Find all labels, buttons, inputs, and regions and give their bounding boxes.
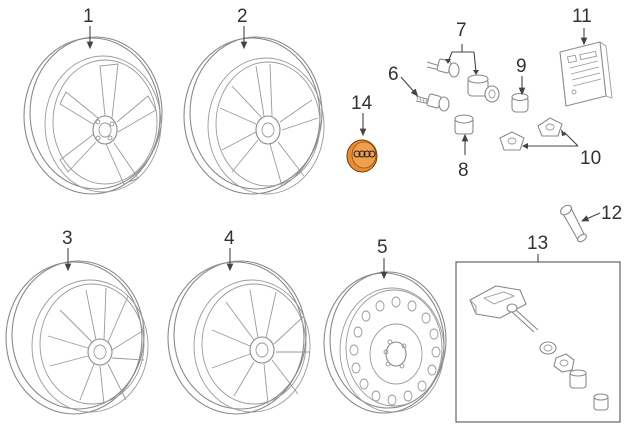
wheel-1-5-spoke-icon[interactable]: [23, 36, 163, 195]
callout-13: 13: [527, 233, 548, 254]
callout-2: 2: [237, 6, 248, 27]
wheel-3-multi-spoke-icon[interactable]: [5, 260, 149, 415]
wheel-2-double-spoke-icon[interactable]: [183, 36, 325, 195]
callout-5: 5: [377, 237, 388, 258]
callout-9: 9: [516, 56, 527, 77]
tpms-washer-icon[interactable]: [539, 341, 557, 355]
center-cap-icon[interactable]: [346, 139, 378, 173]
callout-3: 3: [62, 228, 73, 249]
callout-7: 7: [456, 20, 467, 41]
leader-line-7: [447, 44, 477, 73]
bolt-cap-icon[interactable]: [454, 114, 474, 135]
tpms-core-cap-icon[interactable]: [593, 393, 609, 411]
callout-6: 6: [388, 64, 399, 85]
callout-14: 14: [351, 93, 373, 114]
callout-4: 4: [224, 228, 235, 249]
tpms-nut-icon[interactable]: [553, 353, 575, 373]
bolt-cover-icon-2[interactable]: [537, 117, 563, 137]
callout-8: 8: [458, 160, 469, 181]
callout-12: 12: [601, 203, 622, 224]
tpms-sensor-icon[interactable]: [469, 285, 539, 333]
leader-line-10: [526, 131, 579, 147]
wheel-5-steel-icon[interactable]: [323, 271, 447, 414]
locking-bolt-icon[interactable]: [426, 58, 460, 78]
leader-line-6: [400, 76, 419, 97]
tpms-valve-cap-icon[interactable]: [569, 369, 587, 389]
valve-stem-icon[interactable]: [559, 203, 588, 243]
callout-1: 1: [83, 6, 94, 27]
bolt-cover-icon[interactable]: [499, 131, 525, 151]
adapter-key-icon[interactable]: [511, 92, 529, 113]
locking-key-icon[interactable]: [467, 74, 500, 103]
wheel-bolt-icon[interactable]: [415, 93, 450, 112]
wheel-4-10-spoke-icon[interactable]: [167, 260, 311, 415]
callout-10: 10: [580, 148, 601, 169]
callout-11: 11: [572, 6, 592, 27]
anti-theft-kit-package-icon[interactable]: [559, 41, 613, 107]
leader-line-12: [580, 212, 601, 222]
